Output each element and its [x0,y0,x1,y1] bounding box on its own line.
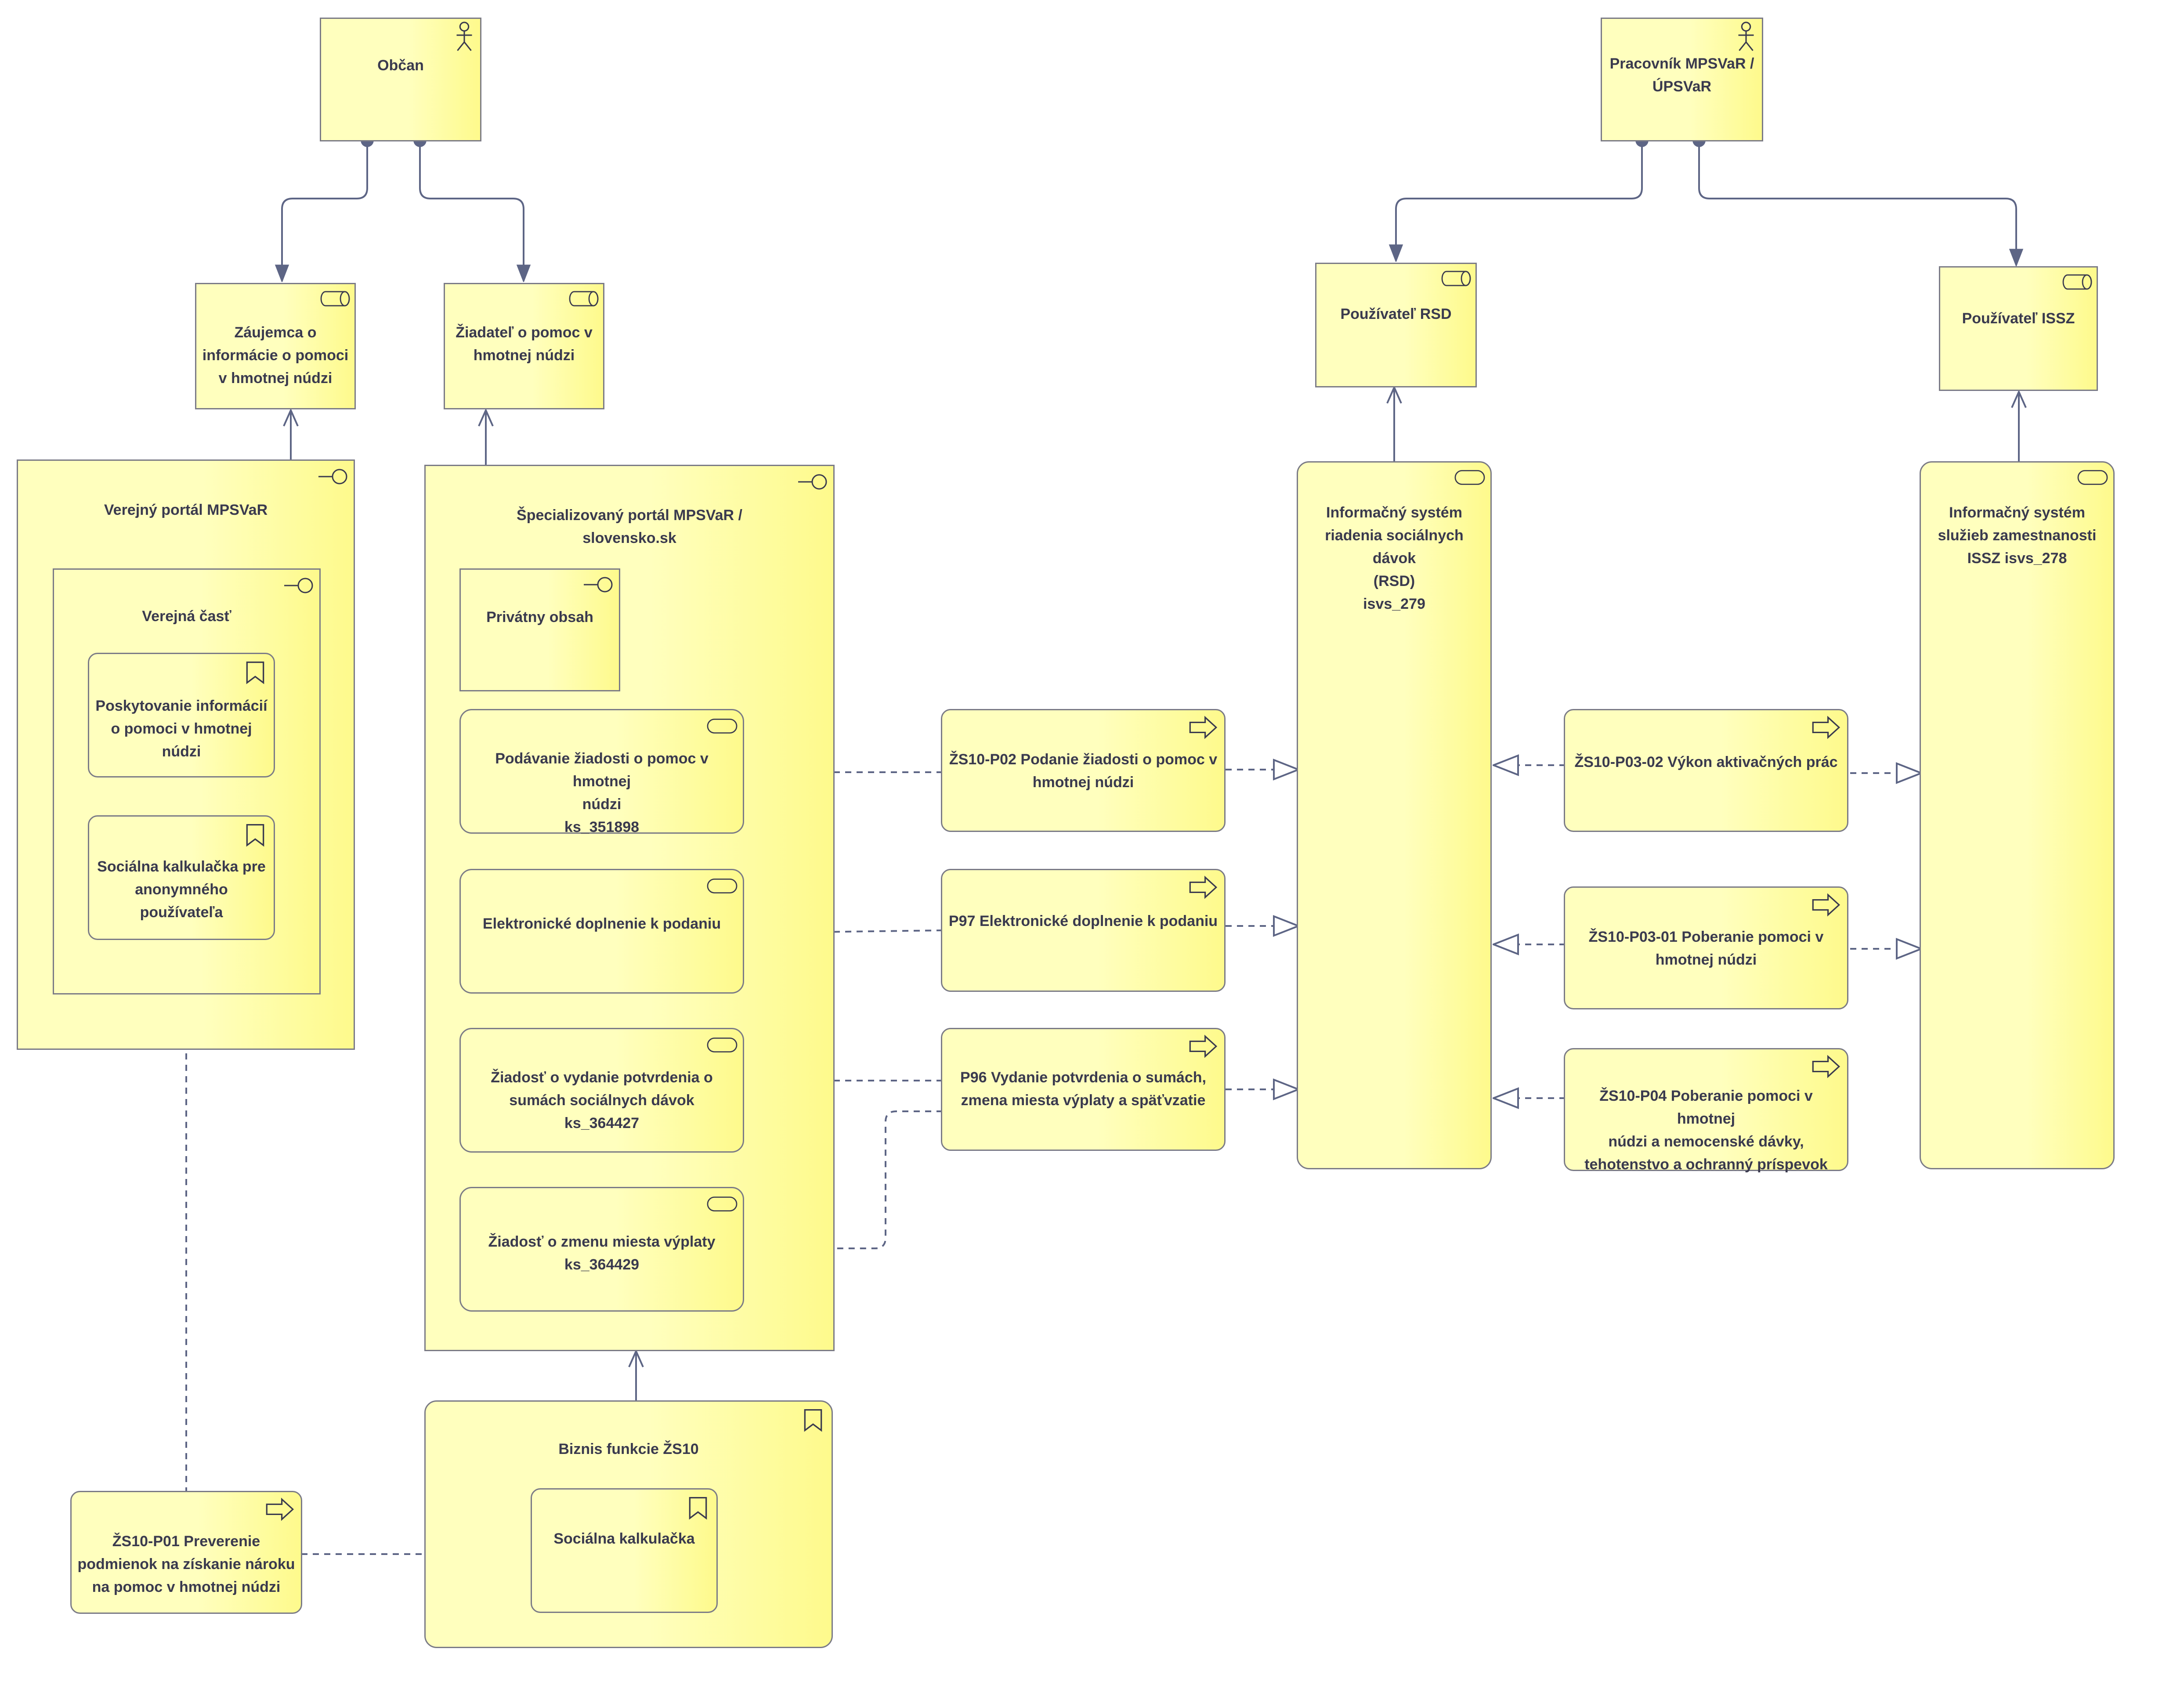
service-icon [707,1037,738,1053]
process-arrow-icon [1812,1055,1840,1078]
actor-label: Občan [377,57,424,74]
service-podavanie[interactable]: Podávanie žiadosti o pomoc v hmotnej núd… [459,709,744,835]
actor-icon [454,22,475,52]
function-label: Poskytovanie informácií o pomoci v hmotn… [95,698,268,760]
role-label: Používateľ RSD [1340,306,1452,322]
interface-label: Verejná časť [142,608,231,625]
actor-pracovnik[interactable]: Pracovník MPSVaR / ÚPSVaR [1601,18,1763,141]
application-component-icon [1454,470,1485,485]
role-zaujemca[interactable]: Záujemca o informácie o pomoci v hmotnej… [195,283,356,409]
actor-label: Pracovník MPSVaR / ÚPSVaR [1609,55,1754,95]
process-p01[interactable]: ŽS10-P01 Preverenie podmienok na získani… [70,1491,302,1614]
role-label: Používateľ ISSZ [1962,310,2075,327]
role-label: Záujemca o informácie o pomoci v hmotnej… [202,324,349,387]
process-label: ŽS10-P02 Podanie žiadosti o pomoc v hmot… [949,751,1218,791]
role-icon [320,290,350,307]
service-label: Podávanie žiadosti o pomoc v hmotnej núd… [495,750,709,835]
process-arrow-icon [1189,716,1218,739]
actor-icon [1736,22,1757,52]
role-icon [569,290,599,307]
assignment-pracovnik-rsd [1396,141,1642,261]
process-arrow-icon [1812,893,1840,917]
process-p0301[interactable]: ŽS10-P03-01 Poberanie pomoci v hmotnej n… [1564,886,1848,1009]
system-rsd[interactable]: Informačný systém riadenia sociálnych dá… [1297,461,1492,1169]
process-label: ŽS10-P01 Preverenie podmienok na získani… [77,1533,295,1595]
process-label: P97 Elektronické doplnenie k podaniu [948,913,1218,929]
service-icon [707,878,738,894]
service-zmena[interactable]: Žiadosť o zmenu miesta výplaty ks_364429 [459,1187,744,1312]
role-pouzivatel-issz[interactable]: Používateľ ISSZ [1939,266,2098,391]
assignment-obcan-ziadatel [420,141,524,281]
interface-label: Verejný portál MPSVaR [104,502,268,518]
role-icon [2062,274,2092,290]
function-label: Biznis funkcie ŽS10 [558,1441,699,1457]
process-arrow-icon [1189,1034,1218,1058]
interface-label: Špecializovaný portál MPSVaR / slovensko… [517,507,742,546]
function-kalkulacka-anon[interactable]: Sociálna kalkulačka pre anonymného použí… [88,815,275,940]
role-ziadatel[interactable]: Žiadateľ o pomoc v hmotnej núdzi [444,283,604,409]
role-icon [1441,270,1471,287]
actor-obcan[interactable]: Občan [320,18,481,141]
function-bookmark-icon [803,1408,824,1432]
function-label: Sociálna kalkulačka [553,1530,695,1547]
function-kalkulacka[interactable]: Sociálna kalkulačka [531,1488,718,1613]
process-p04[interactable]: ŽS10-P04 Poberanie pomoci v hmotnej núdz… [1564,1048,1848,1173]
service-doplnenie[interactable]: Elektronické doplnenie k podaniu [459,869,744,994]
service-label: Žiadosť o vydanie potvrdenia o sumách so… [491,1069,713,1132]
system-issz[interactable]: Informačný systém služieb zamestnanosti … [1920,461,2115,1169]
service-label: Elektronické doplnenie k podaniu [482,915,721,932]
process-label: ŽS10-P03-02 Výkon aktivačných prác [1574,754,1838,770]
function-label: Sociálna kalkulačka pre anonymného použí… [97,858,266,921]
function-bookmark-icon [245,823,266,847]
process-p97[interactable]: P97 Elektronické doplnenie k podaniu [941,869,1226,992]
function-bookmark-icon [687,1496,709,1520]
application-component-icon [2077,470,2108,485]
interface-privatny-obsah[interactable]: Privátny obsah [459,568,620,691]
service-potvrdenie[interactable]: Žiadosť o vydanie potvrdenia o sumách so… [459,1028,744,1153]
process-p02[interactable]: ŽS10-P02 Podanie žiadosti o pomoc v hmot… [941,709,1226,832]
process-arrow-icon [1812,716,1840,739]
process-p96[interactable]: P96 Vydanie potvrdenia o sumách, zmena m… [941,1028,1226,1151]
system-label: Informačný systém riadenia sociálnych dá… [1325,504,1464,612]
role-label: Žiadateľ o pomoc v hmotnej núdzi [456,324,593,364]
assignment-obcan-zaujemca [282,141,367,281]
process-p0302[interactable]: ŽS10-P03-02 Výkon aktivačných prác [1564,709,1848,832]
interface-icon [284,577,314,594]
assignment-pracovnik-issz [1699,141,2016,265]
service-icon [707,1196,738,1212]
realization-p96-zmena [746,1110,943,1248]
service-label: Žiadosť o zmenu miesta výplaty ks_364429 [488,1233,716,1273]
process-arrow-icon [266,1497,294,1521]
interface-icon [798,473,828,491]
system-label: Informačný systém služieb zamestnanosti … [1938,504,2097,567]
interface-icon [318,468,348,485]
interface-icon [584,576,614,593]
function-poskytovanie[interactable]: Poskytovanie informácií o pomoci v hmotn… [88,653,275,777]
role-pouzivatel-rsd[interactable]: Používateľ RSD [1315,263,1477,387]
process-label: P96 Vydanie potvrdenia o sumách, zmena m… [960,1069,1206,1109]
service-icon [707,718,738,734]
process-label: ŽS10-P03-01 Poberanie pomoci v hmotnej n… [1588,929,1824,968]
interface-label: Privátny obsah [486,609,593,626]
function-bookmark-icon [245,660,266,685]
process-arrow-icon [1189,875,1218,899]
process-label: ŽS10-P04 Poberanie pomoci v hmotnej núdz… [1584,1088,1828,1173]
